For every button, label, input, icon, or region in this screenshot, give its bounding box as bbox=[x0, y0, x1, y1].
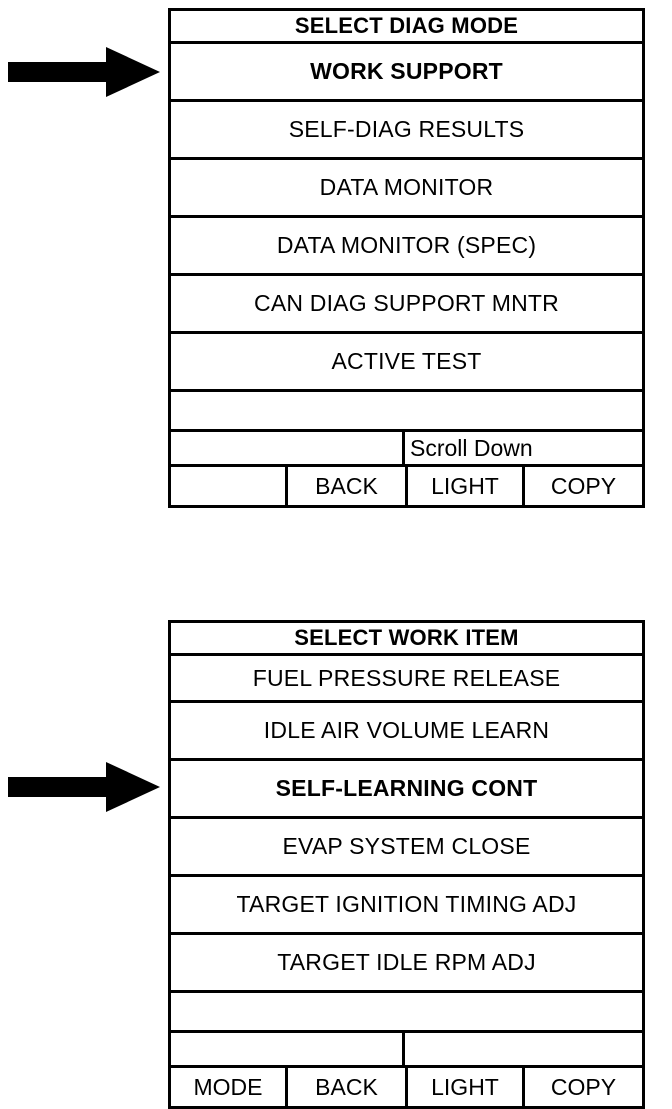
menu-item-label: SELF-DIAG RESULTS bbox=[288, 116, 525, 142]
scroll-cell-left[interactable] bbox=[171, 1033, 405, 1065]
menu-item-active-test[interactable]: ACTIVE TEST bbox=[171, 334, 642, 392]
menu-item-label: SELF-LEARNING CONT bbox=[275, 775, 538, 801]
menu-item-idle-air-volume-learn[interactable]: IDLE AIR VOLUME LEARN bbox=[171, 703, 642, 761]
soft-key-row-diag-mode: BACK LIGHT COPY bbox=[171, 467, 642, 505]
menu-item-data-monitor-spec[interactable]: DATA MONITOR (SPEC) bbox=[171, 218, 642, 276]
menu-item-label: DATA MONITOR (SPEC) bbox=[276, 232, 537, 258]
menu-item-evap-system-close[interactable]: EVAP SYSTEM CLOSE bbox=[171, 819, 642, 877]
menu-item-can-diag-support-mntr[interactable]: CAN DIAG SUPPORT MNTR bbox=[171, 276, 642, 334]
soft-key-copy[interactable]: COPY bbox=[550, 472, 617, 499]
menu-item-label: WORK SUPPORT bbox=[310, 58, 503, 84]
soft-key-back[interactable]: BACK bbox=[288, 1068, 408, 1106]
scroll-bar-row-work-item bbox=[171, 1033, 642, 1068]
soft-key-light[interactable]: LIGHT bbox=[408, 467, 525, 505]
menu-item-label: EVAP SYSTEM CLOSE bbox=[282, 833, 531, 859]
select-work-item-screen: SELECT WORK ITEM FUEL PRESSURE RELEASE I… bbox=[168, 620, 645, 1109]
scroll-cell-left bbox=[171, 432, 405, 464]
menu-item-label: TARGET IDLE RPM ADJ bbox=[277, 949, 536, 975]
scroll-bar-row-diag-mode: Scroll Down bbox=[171, 432, 642, 467]
screen-title-work-item: SELECT WORK ITEM bbox=[171, 623, 642, 656]
scroll-cell-right[interactable] bbox=[405, 1033, 642, 1065]
right-arrow-icon bbox=[8, 45, 160, 99]
soft-key-copy[interactable]: COPY bbox=[550, 1073, 617, 1100]
soft-key-mode[interactable]: MODE bbox=[171, 1068, 288, 1106]
menu-item-target-ignition-timing-adj[interactable]: TARGET IGNITION TIMING ADJ bbox=[171, 877, 642, 935]
menu-item-self-diag-results[interactable]: SELF-DIAG RESULTS bbox=[171, 102, 642, 160]
empty-menu-row-diag-mode bbox=[171, 392, 642, 432]
menu-item-label: CAN DIAG SUPPORT MNTR bbox=[254, 290, 559, 316]
right-arrow-icon bbox=[8, 760, 160, 814]
menu-item-label: ACTIVE TEST bbox=[331, 348, 482, 374]
empty-menu-row-work-item bbox=[171, 993, 642, 1033]
soft-key-blank bbox=[171, 467, 288, 505]
menu-item-data-monitor[interactable]: DATA MONITOR bbox=[171, 160, 642, 218]
menu-item-label: DATA MONITOR bbox=[319, 174, 494, 200]
menu-item-self-learning-cont[interactable]: SELF-LEARNING CONT bbox=[171, 761, 642, 819]
soft-key-row-work-item: MODE BACK LIGHT COPY bbox=[171, 1068, 642, 1106]
screen-title-diag-mode: SELECT DIAG MODE bbox=[171, 11, 642, 44]
menu-item-label: IDLE AIR VOLUME LEARN bbox=[263, 717, 550, 743]
menu-item-target-idle-rpm-adj[interactable]: TARGET IDLE RPM ADJ bbox=[171, 935, 642, 993]
soft-key-light[interactable]: LIGHT bbox=[408, 1068, 525, 1106]
menu-item-fuel-pressure-release[interactable]: FUEL PRESSURE RELEASE bbox=[171, 656, 642, 703]
menu-item-label: TARGET IGNITION TIMING ADJ bbox=[236, 891, 577, 917]
select-diag-mode-screen: SELECT DIAG MODE WORK SUPPORT SELF-DIAG … bbox=[168, 8, 645, 508]
scroll-down-button[interactable]: Scroll Down bbox=[410, 434, 533, 461]
menu-item-work-support[interactable]: WORK SUPPORT bbox=[171, 44, 642, 102]
soft-key-back[interactable]: BACK bbox=[288, 467, 408, 505]
menu-item-label: FUEL PRESSURE RELEASE bbox=[252, 664, 561, 691]
